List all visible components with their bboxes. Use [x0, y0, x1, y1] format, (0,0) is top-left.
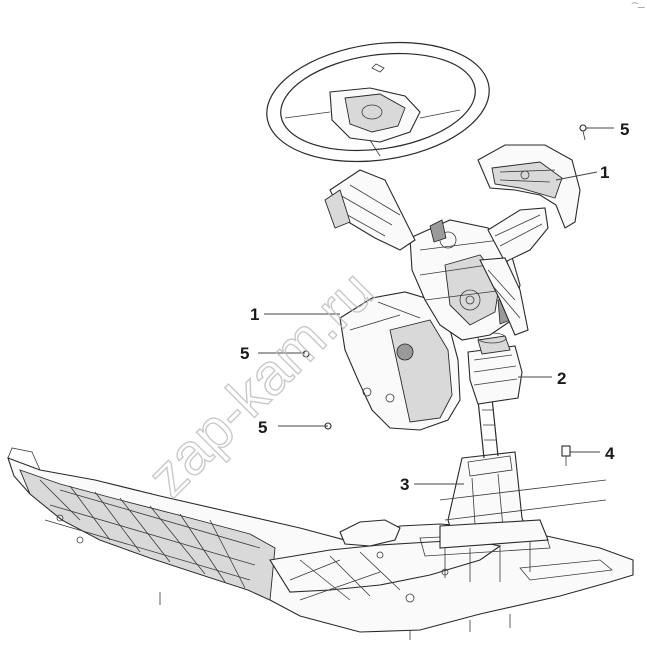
leader-lines — [258, 127, 614, 485]
callout-5-low: 5 — [258, 418, 267, 437]
corner-mark: ⁀— — [631, 2, 645, 11]
callout-1-top: 1 — [600, 163, 609, 182]
right-switch-stalk — [479, 207, 549, 336]
screw-mid — [302, 350, 310, 358]
column-lower-support — [439, 451, 607, 582]
steering-wheel — [266, 41, 490, 163]
callout-1-left: 1 — [250, 305, 259, 324]
steering-shaft — [477, 397, 499, 459]
column-boot — [467, 332, 523, 405]
watermark: zap-kam.ru — [135, 258, 386, 509]
screw-top — [579, 124, 587, 141]
callout-4: 4 — [605, 444, 615, 463]
callout-2: 2 — [557, 369, 566, 388]
cab-floor-panel — [7, 447, 634, 640]
left-switch-stalk — [324, 169, 416, 251]
mounting-bolt — [561, 445, 571, 466]
callout-3: 3 — [400, 475, 409, 494]
callout-5-mid: 5 — [240, 344, 249, 363]
lower-column-shroud — [339, 291, 461, 431]
upper-column-shroud — [477, 144, 581, 229]
callout-5-top: 5 — [620, 120, 629, 139]
